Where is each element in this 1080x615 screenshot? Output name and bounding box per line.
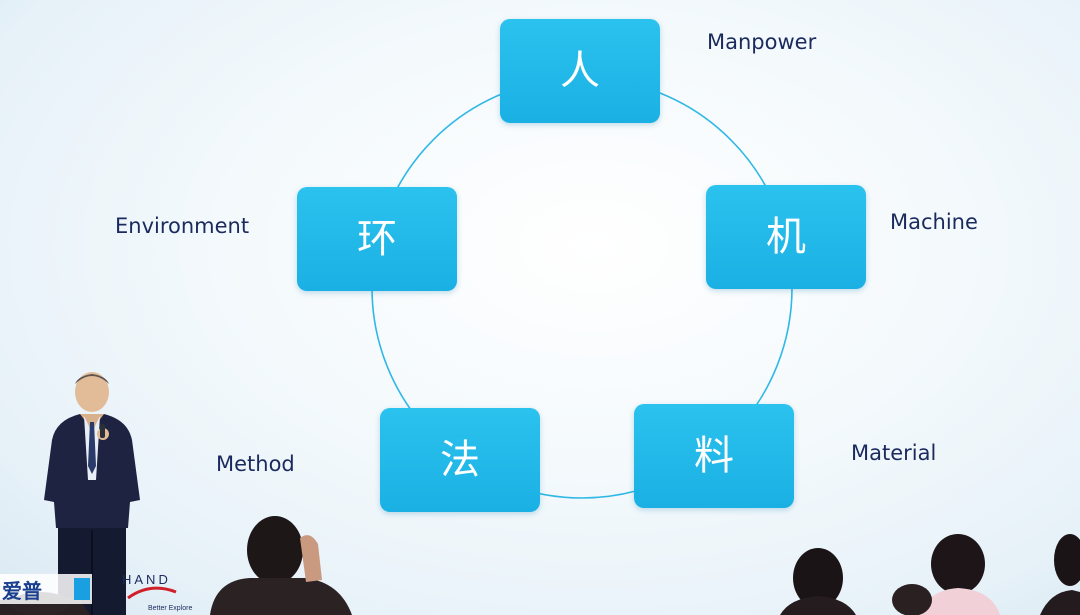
hand-logo-text: HAND (122, 572, 171, 587)
label-environment: Environment (115, 214, 250, 238)
node-machine: 机 (706, 185, 866, 289)
label-manpower: Manpower (707, 30, 817, 54)
audience-silhouettes (0, 516, 1080, 615)
node-machine-char: 机 (766, 214, 806, 260)
node-manpower-char: 人 (560, 48, 600, 94)
node-manpower: 人 (500, 19, 660, 123)
node-environment-char: 环 (357, 216, 397, 262)
svg-text:Better Explore: Better Explore (148, 605, 192, 612)
node-method: 法 (380, 408, 540, 512)
speaker-figure (44, 372, 140, 615)
node-material-char: 料 (694, 433, 734, 479)
node-material: 料 (634, 404, 794, 508)
node-method-char: 法 (440, 437, 480, 483)
label-material: Material (851, 441, 937, 465)
svg-text:爱普: 爱普 (2, 579, 42, 603)
node-environment: 环 (297, 187, 457, 291)
label-machine: Machine (890, 210, 978, 234)
label-method: Method (216, 452, 295, 476)
sponsor-logo-strip: 爱普 Better Explore (0, 574, 192, 612)
